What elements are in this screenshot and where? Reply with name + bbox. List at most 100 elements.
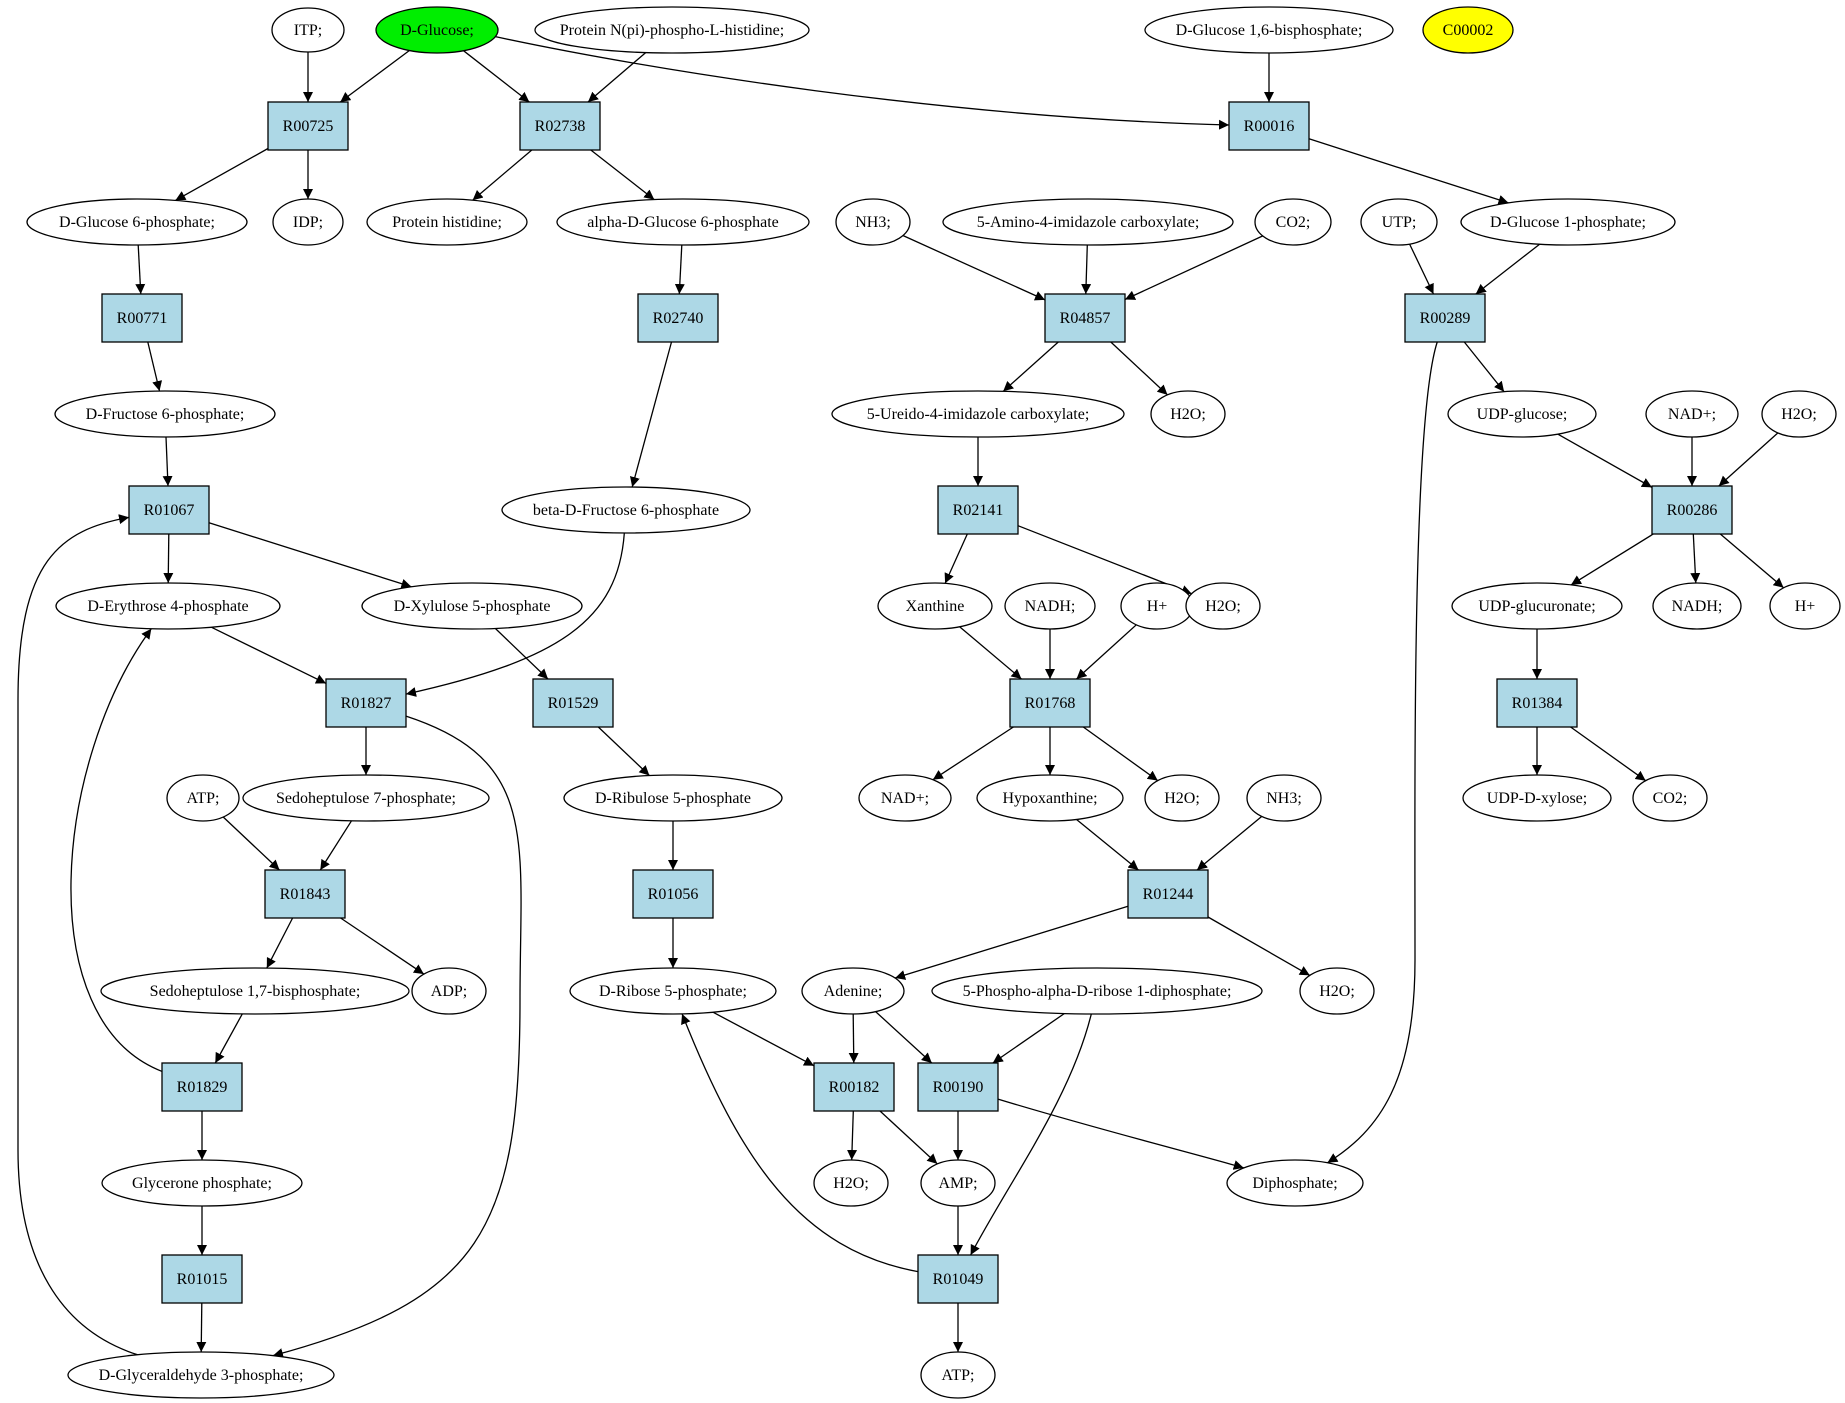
compound-node-atp1[interactable]: ATP; — [166, 774, 240, 822]
compound-node-dglucose[interactable]: D-Glucose; — [375, 6, 499, 54]
compound-node-h2ob[interactable]: H2O; — [1761, 390, 1837, 438]
compound-node-nh3b[interactable]: NH3; — [1246, 774, 1322, 822]
reaction-node-r01049[interactable]: R01049 — [917, 1254, 999, 1304]
compound-label: UTP; — [1382, 214, 1417, 231]
compound-ellipse — [361, 582, 583, 630]
compound-node-adp[interactable]: ADP; — [411, 967, 487, 1015]
reaction-node-r01768[interactable]: R01768 — [1009, 678, 1091, 728]
compound-node-udpglcur[interactable]: UDP-glucuronate; — [1451, 582, 1623, 630]
compound-node-uicarb[interactable]: 5-Ureido-4-imidazole carboxylate; — [831, 390, 1125, 438]
compound-node-xanthine[interactable]: Xanthine — [877, 582, 993, 630]
compound-label: Sedoheptulose 1,7-bisphosphate; — [150, 983, 361, 1000]
compound-node-atp2[interactable]: ATP; — [920, 1351, 996, 1399]
reaction-node-r00286[interactable]: R00286 — [1651, 485, 1733, 535]
reaction-box — [1404, 293, 1486, 343]
reaction-box — [1127, 869, 1209, 919]
reaction-box — [532, 678, 614, 728]
compound-ellipse — [1004, 582, 1096, 630]
reaction-node-r01067[interactable]: R01067 — [128, 485, 210, 535]
reaction-node-r01015[interactable]: R01015 — [161, 1254, 243, 1304]
reaction-label: R00286 — [1667, 502, 1718, 519]
compound-node-idp[interactable]: IDP; — [272, 198, 344, 246]
edge-dga3p-to-r01067 — [17, 514, 138, 1356]
compound-node-diphos[interactable]: Diphosphate; — [1226, 1159, 1364, 1207]
edge-dglucose-to-r00016 — [495, 36, 1230, 130]
compound-label: CO2; — [1653, 790, 1688, 807]
compound-node-amp[interactable]: AMP; — [920, 1159, 996, 1207]
compound-node-nh3a[interactable]: NH3; — [835, 198, 911, 246]
reaction-node-r00016[interactable]: R00016 — [1228, 101, 1310, 151]
compound-node-de4p[interactable]: D-Erythrose 4-phosphate — [55, 582, 281, 630]
compound-node-glycp[interactable]: Glycerone phosphate; — [101, 1159, 303, 1207]
compound-node-h2of[interactable]: H2O; — [813, 1159, 889, 1207]
reaction-node-r01244[interactable]: R01244 — [1127, 869, 1209, 919]
reaction-label: R02738 — [535, 118, 586, 135]
reaction-node-r01529[interactable]: R01529 — [532, 678, 614, 728]
compound-label: Hypoxanthine; — [1002, 790, 1097, 807]
compound-node-udpxyl[interactable]: UDP-D-xylose; — [1462, 774, 1612, 822]
compound-node-nadp2[interactable]: NAD+; — [858, 774, 952, 822]
compound-label: Glycerone phosphate; — [132, 1175, 272, 1192]
reaction-node-r04857[interactable]: R04857 — [1044, 293, 1126, 343]
reaction-box — [128, 485, 210, 535]
compound-node-h2oc[interactable]: H2O; — [1185, 582, 1261, 630]
compound-node-utp[interactable]: UTP; — [1360, 198, 1438, 246]
compound-node-h2oe[interactable]: H2O; — [1299, 967, 1375, 1015]
compound-node-aicarb[interactable]: 5-Amino-4-imidazole carboxylate; — [942, 198, 1234, 246]
compound-node-dga3p[interactable]: D-Glyceraldehyde 3-phosphate; — [67, 1351, 335, 1399]
compound-node-dg6p[interactable]: D-Glucose 6-phosphate; — [26, 198, 248, 246]
edge-s7p-to-r01843 — [319, 820, 353, 871]
compound-node-co2b[interactable]: CO2; — [1632, 774, 1708, 822]
reaction-node-r00725[interactable]: R00725 — [267, 101, 349, 151]
compound-node-nadp1[interactable]: NAD+; — [1645, 390, 1739, 438]
compound-node-s17bp[interactable]: Sedoheptulose 1,7-bisphosphate; — [100, 967, 410, 1015]
compound-node-df6p[interactable]: D-Fructose 6-phosphate; — [54, 390, 276, 438]
reaction-node-r01843[interactable]: R01843 — [264, 869, 346, 919]
reaction-node-r02738[interactable]: R02738 — [519, 101, 601, 151]
reaction-node-r02141[interactable]: R02141 — [937, 485, 1019, 535]
compound-node-adenine[interactable]: Adenine; — [801, 967, 905, 1015]
compound-node-protphis[interactable]: Protein N(pi)-phospho-L-histidine; — [534, 6, 810, 54]
reaction-node-r01827[interactable]: R01827 — [325, 678, 407, 728]
compound-label: IDP; — [293, 214, 323, 231]
compound-node-nadh1[interactable]: NADH; — [1004, 582, 1096, 630]
compound-node-udpglc[interactable]: UDP-glucose; — [1447, 390, 1597, 438]
compound-node-dribose5p[interactable]: D-Ribose 5-phosphate; — [569, 967, 777, 1015]
compound-ellipse — [534, 6, 810, 54]
compound-node-itp[interactable]: ITP; — [271, 7, 345, 53]
reaction-label: R01015 — [177, 1271, 228, 1288]
compound-node-dg1p[interactable]: D-Glucose 1-phosphate; — [1460, 198, 1676, 246]
edge-r02141-to-h2oc — [1017, 525, 1192, 595]
compound-node-prpp[interactable]: 5-Phospho-alpha-D-ribose 1-diphosphate; — [931, 967, 1263, 1015]
compound-label: ADP; — [431, 983, 467, 1000]
reaction-label: R00771 — [117, 310, 168, 327]
reaction-node-r02740[interactable]: R02740 — [637, 293, 719, 343]
compound-node-hplus2[interactable]: H+ — [1769, 582, 1841, 630]
compound-node-bdf6p[interactable]: beta-D-Fructose 6-phosphate — [501, 486, 751, 534]
reaction-label: R02141 — [953, 502, 1004, 519]
reaction-node-r00190[interactable]: R00190 — [917, 1062, 999, 1112]
compound-node-hypox[interactable]: Hypoxanthine; — [976, 774, 1124, 822]
compound-node-h2od[interactable]: H2O; — [1144, 774, 1220, 822]
reaction-node-r00289[interactable]: R00289 — [1404, 293, 1486, 343]
edge-nh3b-to-r01244 — [1196, 815, 1263, 871]
compound-node-dg16bp[interactable]: D-Glucose 1,6-bisphosphate; — [1144, 6, 1394, 54]
compound-node-nadh2[interactable]: NADH; — [1652, 582, 1742, 630]
reaction-node-r00182[interactable]: R00182 — [813, 1062, 895, 1112]
compound-node-adg6p[interactable]: alpha-D-Glucose 6-phosphate — [556, 198, 810, 246]
edge-r00725-to-dg6p — [175, 147, 269, 201]
reaction-box — [1651, 485, 1733, 535]
edge-dg1p-to-r00289 — [1475, 243, 1540, 295]
reaction-node-r00771[interactable]: R00771 — [101, 293, 183, 343]
compound-node-h2oa[interactable]: H2O; — [1150, 390, 1226, 438]
compound-node-dx5p[interactable]: D-Xylulose 5-phosphate — [361, 582, 583, 630]
compound-node-prothis[interactable]: Protein histidine; — [366, 198, 528, 246]
reaction-node-r01829[interactable]: R01829 — [161, 1062, 243, 1112]
compound-node-dr5p[interactable]: D-Ribulose 5-phosphate — [563, 774, 783, 822]
reaction-node-r01384[interactable]: R01384 — [1496, 678, 1578, 728]
reaction-node-r01056[interactable]: R01056 — [632, 869, 714, 919]
compound-node-c00002[interactable]: C00002 — [1422, 6, 1514, 54]
compound-node-hplus1[interactable]: H+ — [1120, 582, 1194, 630]
compound-node-co2a[interactable]: CO2; — [1254, 198, 1332, 246]
compound-node-s7p[interactable]: Sedoheptulose 7-phosphate; — [242, 774, 490, 822]
